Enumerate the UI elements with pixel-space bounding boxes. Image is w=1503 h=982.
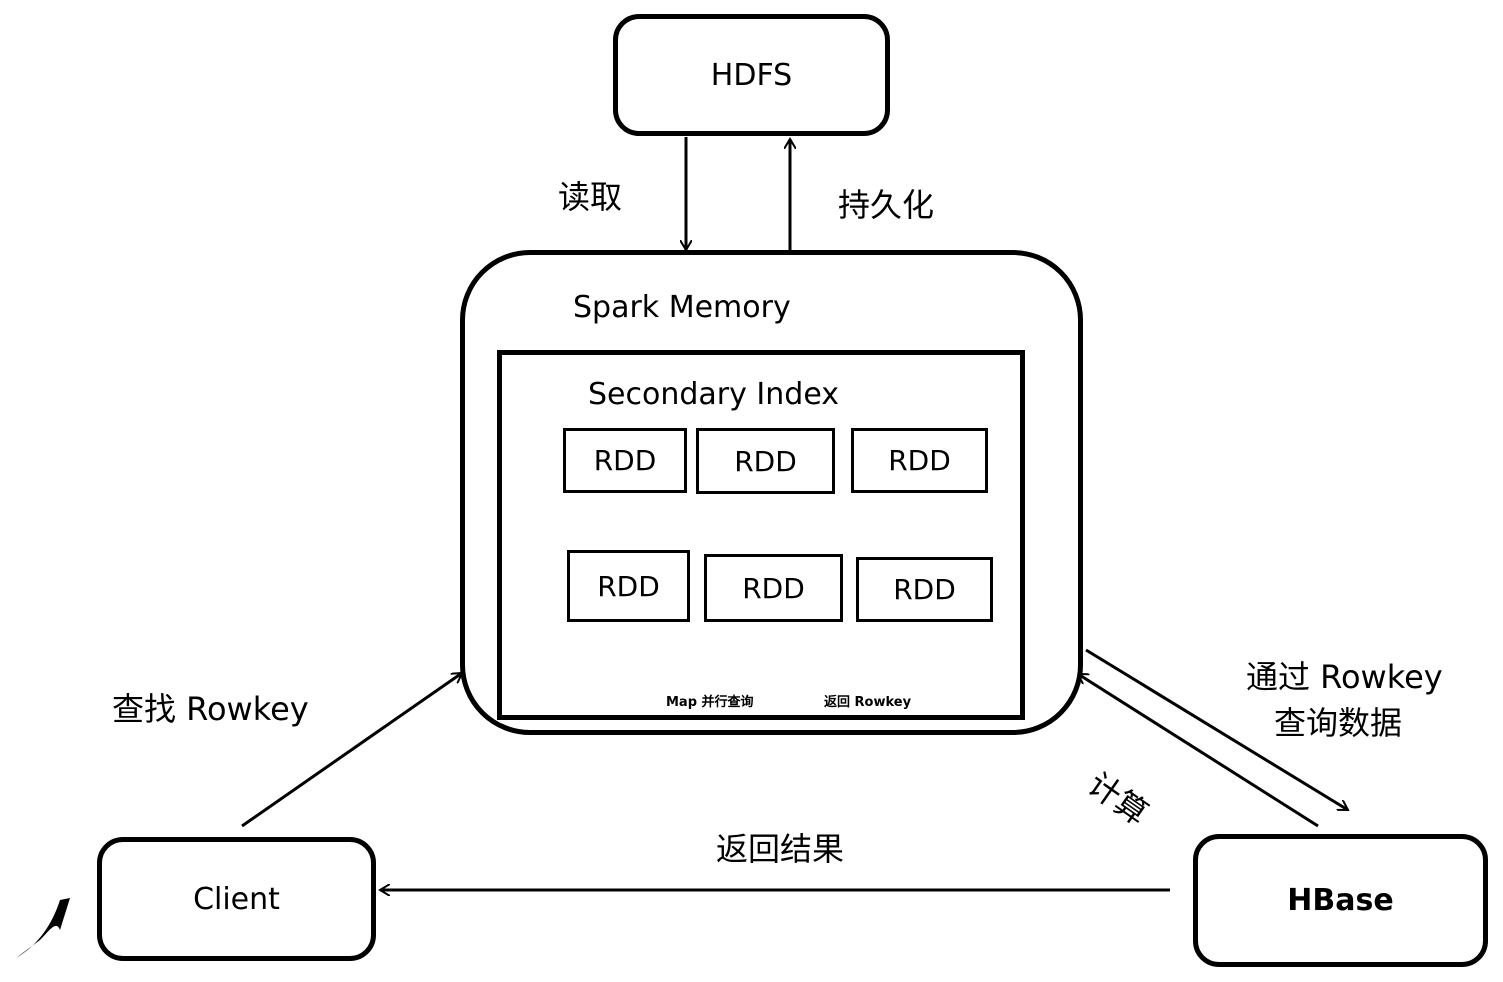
map-parallel-query-label: Map 并行查询 [666,695,754,710]
persist-label: 持久化 [838,186,935,224]
client-label: Client [193,881,280,917]
rdd-label: RDD [734,444,797,478]
query-by-rowkey-label-2: 查询数据 [1274,704,1403,742]
query-by-rowkey-label-1: 通过 Rowkey [1246,658,1443,696]
rdd-top-1: RDD [563,428,687,493]
rdd-label: RDD [888,444,951,477]
hdfs-node: HDFS [613,14,890,136]
rdd-label: RDD [593,444,657,477]
return-rowkey-label: 返回 Rowkey [824,695,912,710]
client-node: Client [97,837,376,961]
hdfs-label: HDFS [710,57,793,93]
query-data-arrow [1085,648,1348,812]
hbase-label: HBase [1287,883,1394,918]
spark-memory-label: Spark Memory [573,290,791,325]
hbase-node: HBase [1193,834,1488,967]
corner-arrow-icon [16,898,70,958]
find-rowkey-label: 查找 Rowkey [112,690,309,728]
compute-arrow [1078,672,1319,828]
find-rowkey-arrow [241,671,462,828]
rdd-label: RDD [742,571,805,605]
rdd-bottom-3: RDD [856,557,993,622]
secondary-index-label: Secondary Index [588,377,840,412]
rdd-label: RDD [893,573,956,606]
secondary-index-container [497,350,1025,720]
rdd-bottom-2: RDD [704,554,843,622]
read-label: 读取 [558,178,623,216]
rdd-label: RDD [597,569,660,603]
rdd-top-3: RDD [851,428,988,493]
rdd-bottom-1: RDD [567,550,690,622]
return-result-label: 返回结果 [716,830,845,868]
rdd-top-2: RDD [696,428,835,494]
